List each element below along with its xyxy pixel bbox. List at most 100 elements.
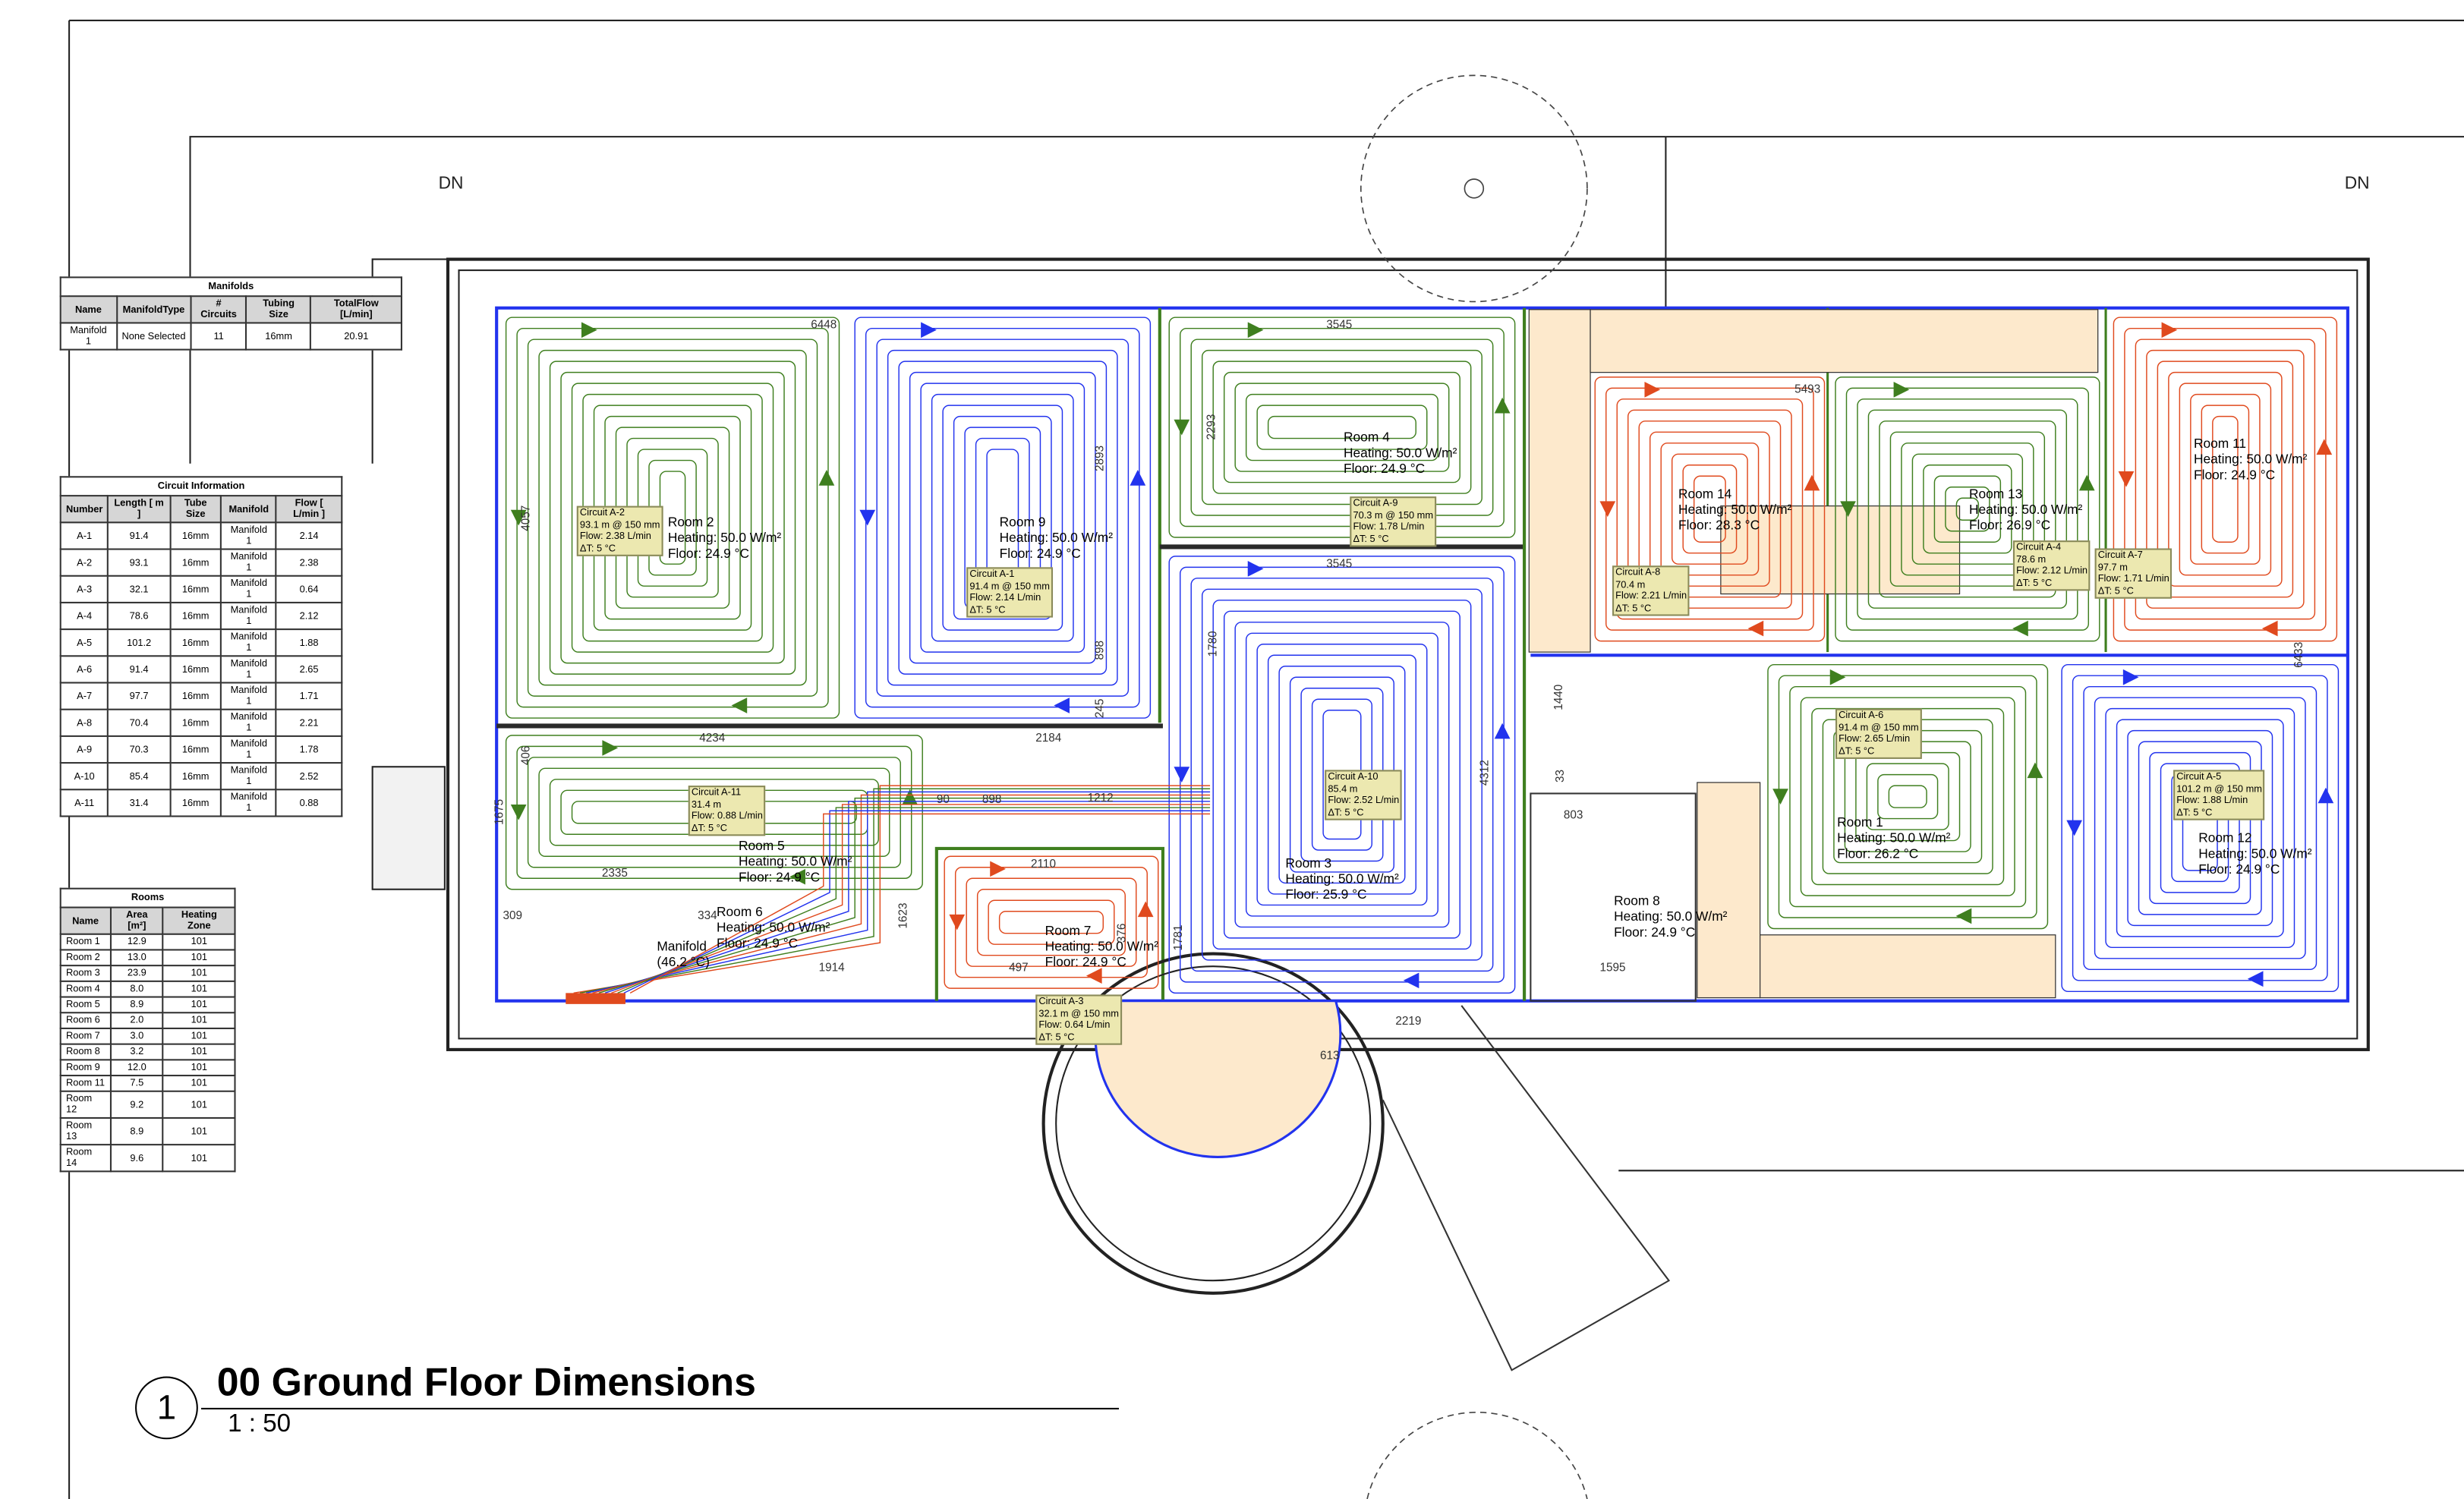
flow-direction-arrow-icon	[2012, 620, 2028, 637]
heating-pipe-loop	[2190, 393, 2261, 565]
manifold-temperature: (46.2 °C)	[657, 953, 710, 970]
heating-pipe-loop	[1660, 442, 1760, 576]
room-name: Room 4	[1344, 429, 1390, 445]
circuit-length: 91.4 m @ 150 mm	[969, 580, 1050, 592]
circuit-dt: ΔT: 5 °C	[969, 603, 1006, 616]
heating-pipe-loop	[2061, 663, 2340, 993]
circuit-flow: Flow: 2.52 L/min	[1328, 795, 1400, 807]
supply-pipe	[592, 794, 1211, 994]
heating-pipe-loop	[942, 405, 1063, 631]
circuit-length: 97.7 m	[2097, 562, 2128, 573]
flow-direction-arrow-icon	[949, 914, 966, 931]
table-cell: 97.7	[107, 682, 171, 710]
room-name: Room 1	[1837, 814, 1883, 830]
heating-pipe-loop	[876, 339, 1130, 697]
heating-pipe-loop	[1682, 465, 1738, 554]
table-cell: 101	[162, 1027, 236, 1045]
circuit-length: 32.1 m @ 150 mm	[1038, 1008, 1119, 1019]
table-cell: Room 2	[59, 949, 112, 967]
heating-pipe-loop	[1245, 632, 1438, 917]
heating-pipe-loop	[538, 349, 807, 686]
circuit-dt: ΔT: 5 °C	[579, 543, 616, 554]
heating-pipe-loop	[2083, 685, 2317, 971]
circuit-name: Circuit A-9	[1353, 498, 1398, 509]
table-cell: A-9	[59, 735, 109, 764]
flow-direction-arrow-icon	[1085, 968, 1102, 984]
room-heating: Heating: 50.0 W/m²	[1678, 501, 1792, 518]
supply-pipe	[611, 804, 1211, 994]
table-cell: 16mm	[169, 521, 222, 550]
heating-pipe-loop	[2135, 339, 2316, 620]
circuit-name: Circuit A-11	[691, 787, 742, 798]
room-heating: Heating: 50.0 W/m²	[1344, 444, 1457, 461]
column-header: Heating Zone	[162, 906, 236, 935]
table-cell: 2.52	[275, 762, 343, 791]
table-cell: 101	[162, 980, 236, 998]
table-cell: Manifold 1	[220, 601, 277, 631]
table-cell: Room 3	[59, 965, 112, 982]
flow-direction-arrow-icon	[1247, 322, 1264, 339]
table-cell: 3.2	[109, 1043, 165, 1061]
flow-direction-arrow-icon	[1829, 669, 1846, 685]
heating-pipe-loop	[549, 779, 879, 846]
dimension-label: 90	[936, 792, 950, 807]
heating-pipe-loop	[1888, 785, 1927, 808]
dimension-label: 3545	[1326, 317, 1353, 332]
table-cell: Manifold 1	[220, 548, 277, 577]
flow-direction-arrow-icon	[1772, 789, 1788, 805]
heating-pipe-loop	[1945, 487, 1990, 532]
column-header: Name	[59, 906, 112, 935]
table-cell: 16mm	[169, 575, 222, 603]
heating-pipe-loop	[998, 910, 1104, 934]
flow-direction-arrow-icon	[1174, 419, 1190, 436]
dimension-label: 245	[1092, 698, 1107, 719]
supply-pipe	[598, 797, 1211, 994]
table-cell: 16mm	[169, 548, 222, 577]
table-cell: 101	[162, 1059, 236, 1077]
heating-pipe-loop	[920, 383, 1085, 653]
table-cell: Manifold 1	[220, 575, 277, 603]
heating-pipe-loop	[571, 383, 774, 653]
heating-pipe-loop	[944, 855, 1159, 989]
dimension-label: 376	[1114, 923, 1129, 943]
table-cell: A-6	[59, 655, 109, 684]
room-floor: Floor: 28.3 °C	[1678, 517, 1760, 533]
table-title: Manifolds	[59, 276, 402, 296]
table-cell: 16mm	[169, 628, 222, 657]
heating-pipe-loop	[2168, 371, 2283, 587]
table-cell: 101	[162, 1075, 236, 1092]
supply-pipe	[604, 801, 1211, 994]
table-cell: A-3	[59, 575, 109, 603]
heating-pipe-loop	[953, 415, 1052, 620]
dimension-label: 1595	[1599, 959, 1626, 975]
circuit-name: Circuit A-4	[2016, 542, 2062, 553]
room-name: Room 5	[738, 837, 785, 854]
heating-pipe-loop	[1800, 697, 2015, 896]
flow-direction-arrow-icon	[1893, 382, 1910, 398]
heating-pipe-loop	[1693, 475, 1726, 543]
table-cell: 1.71	[275, 682, 343, 710]
dimension-label: 6433	[2291, 641, 2305, 668]
supply-pipe	[586, 791, 1211, 994]
dimension-label: 497	[1009, 959, 1029, 975]
heating-pipe-loop	[909, 371, 1096, 664]
heating-pipe-loop	[538, 767, 890, 857]
heating-pipe-loop	[976, 889, 1126, 956]
